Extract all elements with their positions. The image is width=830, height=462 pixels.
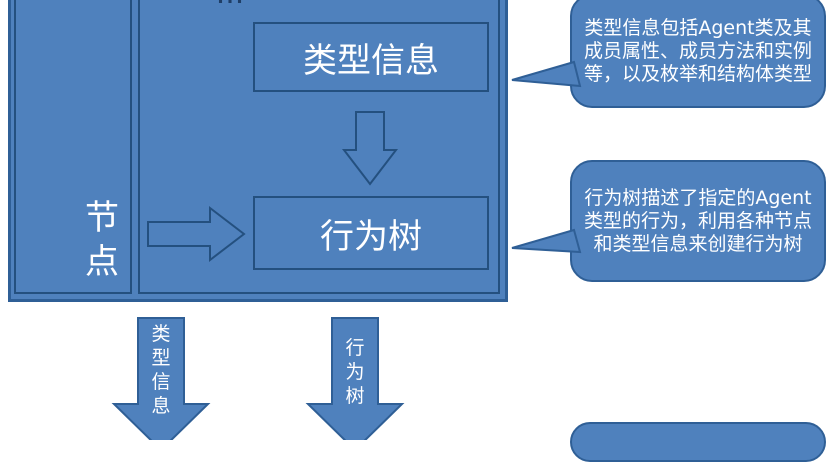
- type-info-callout: 类型信息包括Agent类及其成员属性、成员方法和实例等，以及枚举和结构体类型: [570, 0, 826, 108]
- type-info-box-label: 类型信息: [303, 40, 439, 81]
- bottom-arrow-type-info-label: 类型信息: [151, 323, 171, 417]
- node-column-label: 节点: [85, 198, 119, 282]
- type-info-box: 类型信息: [253, 22, 489, 92]
- behavior-tree-callout-text: 行为树描述了指定的Agent类型的行为，利用各种节点和类型信息来创建行为树: [583, 186, 812, 255]
- top-partial-heading-text: ...: [216, 0, 245, 11]
- type-info-callout-pointer: [511, 60, 582, 88]
- top-partial-heading: ...: [180, 0, 280, 11]
- behavior-tree-box: 行为树: [253, 196, 489, 270]
- bottom-arrow-behavior-tree-label: 行为树: [345, 337, 365, 407]
- down-arrow-type-to-tree: [341, 111, 399, 186]
- diagram-arrows: [111, 60, 582, 440]
- bottom-arrow-behavior-tree: [305, 317, 405, 440]
- node-column: [14, 0, 132, 294]
- behavior-tree-callout-pointer: [511, 228, 582, 254]
- bottom-arrow-type-info: [111, 317, 211, 440]
- behavior-tree-callout: 行为树描述了指定的Agent类型的行为，利用各种节点和类型信息来创建行为树: [570, 160, 826, 282]
- behavior-tree-box-label: 行为树: [320, 216, 422, 257]
- right-arrow-nodes-to-tree: [147, 205, 246, 263]
- type-info-callout-text: 类型信息包括Agent类及其成员属性、成员方法和实例等，以及枚举和结构体类型: [583, 16, 812, 85]
